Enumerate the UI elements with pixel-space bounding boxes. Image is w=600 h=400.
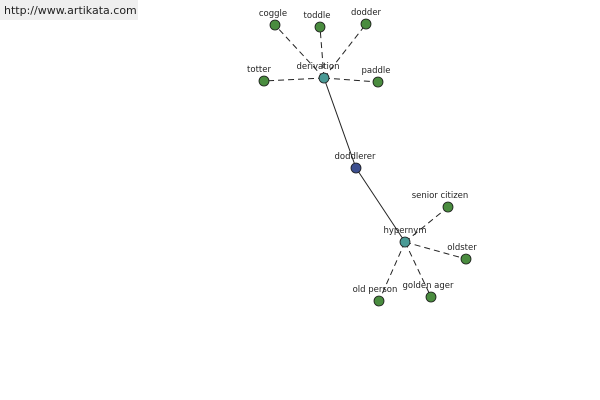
node-derivation[interactable] <box>318 72 330 84</box>
label-hypernym: hypernym <box>383 226 426 236</box>
node-oldster[interactable] <box>460 253 472 265</box>
label-dodder: dodder <box>351 8 382 18</box>
label-old-person: old person <box>353 285 398 295</box>
node-golden-ager[interactable] <box>425 291 437 303</box>
label-coggle: coggle <box>259 9 287 19</box>
label-toddle: toddle <box>304 11 331 21</box>
edge-dodder <box>323 23 367 79</box>
node-hypernym[interactable] <box>399 236 411 248</box>
label-derivation: derivation <box>296 62 339 72</box>
label-totter: totter <box>247 65 271 75</box>
url-bar: http://www.artikata.com <box>0 0 138 20</box>
label-oldster: oldster <box>447 243 477 253</box>
node-doddlerer[interactable] <box>350 162 362 174</box>
node-toddle[interactable] <box>314 21 326 33</box>
node-coggle[interactable] <box>269 19 281 31</box>
label-golden-ager: golden ager <box>403 281 455 291</box>
graph-edges <box>263 23 467 302</box>
edge-hypernym <box>355 167 406 243</box>
label-senior-citizen: senior citizen <box>412 191 469 201</box>
edge-golden-ager <box>404 241 432 298</box>
graph-nodes <box>258 18 472 307</box>
edge-coggle <box>274 24 325 79</box>
graph-labels: coggle toddle dodder totter paddle derivation… <box>247 8 477 295</box>
node-dodder[interactable] <box>360 18 372 30</box>
label-paddle: paddle <box>362 66 391 76</box>
edge-senior-citizen <box>404 206 449 243</box>
edge-toddle <box>319 26 325 79</box>
node-totter[interactable] <box>258 75 270 87</box>
edge-oldster <box>404 241 467 260</box>
label-doddlerer: doddlerer <box>334 152 376 162</box>
edge-paddle <box>323 77 379 83</box>
artikata-link[interactable]: http://www.artikata.com <box>4 4 137 17</box>
node-paddle[interactable] <box>372 76 384 88</box>
node-old-person[interactable] <box>373 295 385 307</box>
node-senior-citizen[interactable] <box>442 201 454 213</box>
edge-derivation <box>323 77 357 169</box>
edge-totter <box>263 77 325 82</box>
edge-old-person <box>378 241 406 302</box>
